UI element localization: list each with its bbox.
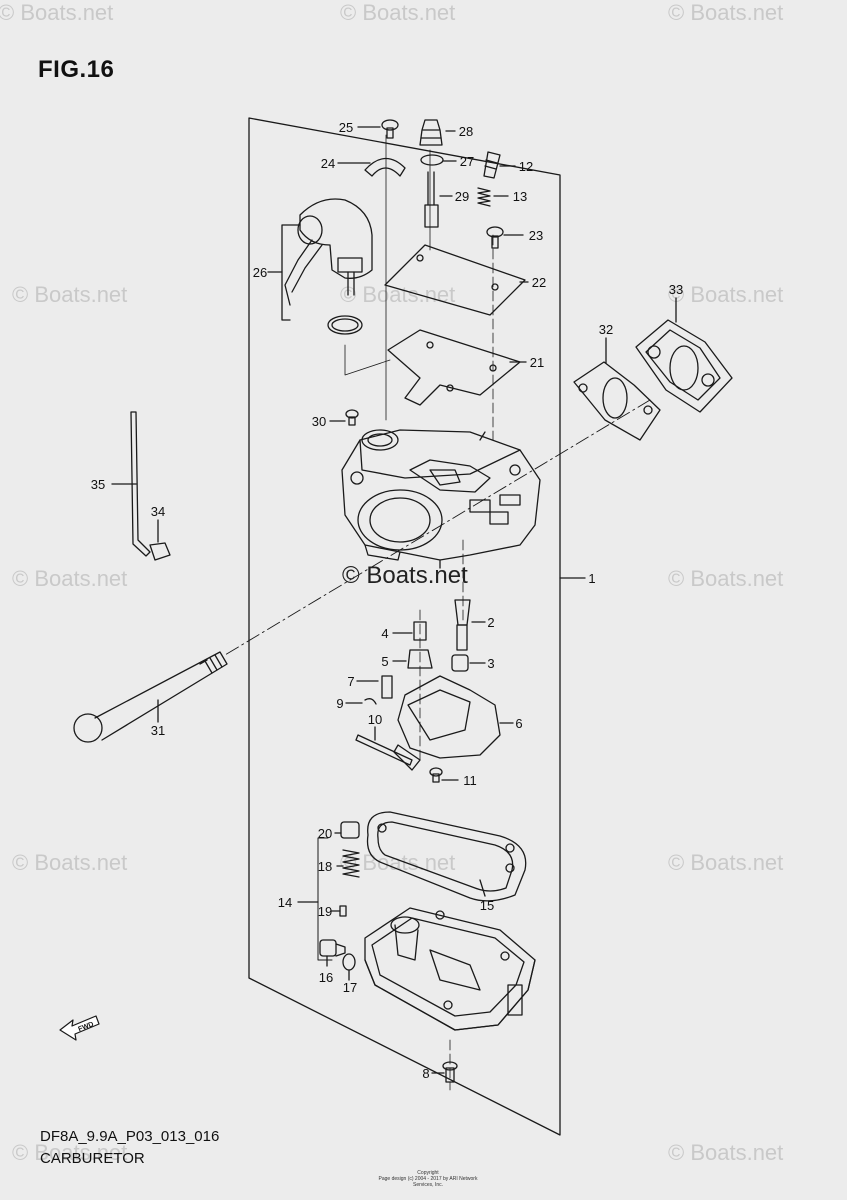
part-4-jet [392,621,427,641]
callout-3: 3 [487,656,494,671]
part-34-clip [149,519,171,561]
callout-20: 20 [318,826,332,841]
watermark: © Boats.net [12,566,128,591]
part-15-gasket [366,811,527,902]
part-27-o-ring [420,154,444,166]
part-25-screw [357,119,399,139]
part-17-o-ring [342,953,356,971]
watermark: © Boats.net [12,850,128,875]
callout-14: 14 [278,895,292,910]
callout-1: 1 [588,571,595,586]
watermark: © Boats.net [668,282,784,307]
part-21-diaphragm [387,329,521,406]
callout-11: 11 [463,773,477,788]
callout-6: 6 [515,716,522,731]
callout-23: 23 [529,228,543,243]
copyright-notice: Copyright Page design (c) 2004 - 2017 by… [368,1170,488,1188]
callout-16: 16 [319,970,333,985]
callout-24: 24 [321,156,335,171]
watermark: © Boats.net [340,0,456,25]
part-30-screw [329,409,359,426]
float-bowl [364,907,536,1031]
copyright-line: Copyright [417,1170,439,1176]
part-2-needle [454,599,486,651]
callout-9: 9 [336,696,343,711]
callout-19: 19 [318,904,332,919]
watermark: © Boats.net [668,0,784,25]
carburetor-body [341,429,541,569]
part-7-valve [356,675,393,699]
fwd-arrow-icon [59,1015,100,1041]
watermark: © Boats.net [668,850,784,875]
copyright-line: Page design (c) 2004 - 2017 by ARI Netwo… [378,1176,478,1188]
callout-29: 29 [455,189,469,204]
part-22-cover [384,244,526,316]
watermark: © Boats.net [0,0,114,25]
callout-26: 26 [253,265,267,280]
callout-31: 31 [151,723,165,738]
callout-8: 8 [422,1066,429,1081]
part-33-insulator [635,297,733,413]
part-24-clip [364,157,406,177]
part-18-spring [342,849,360,878]
callout-7: 7 [347,674,354,689]
watermark: © Boats.net [12,1140,128,1165]
callout-13: 13 [513,189,527,204]
callout-35: 35 [91,477,105,492]
watermark: © Boats.net [12,282,128,307]
part-6-float [393,675,514,771]
callout-25: 25 [339,120,353,135]
watermark: © Boats.net [668,1140,784,1165]
part-31-bolt [73,651,228,743]
figure-title: FIG.16 [38,56,115,83]
part-35-rod [111,411,151,557]
callout-21: 21 [530,355,544,370]
part-11-screw [429,767,459,783]
callout-2: 2 [487,615,494,630]
part-name: CARBURETOR [40,1150,145,1167]
callout-22: 22 [532,275,546,290]
callout-27: 27 [460,154,474,169]
part-19-screw [331,905,347,917]
callout-5: 5 [381,654,388,669]
part-13-spring [477,187,491,207]
callout-18: 18 [318,859,332,874]
callout-10: 10 [368,712,382,727]
callout-15: 15 [480,898,494,913]
assembly-frame [248,117,561,1136]
callout-12: 12 [519,159,533,174]
watermark: © Boats.net [340,282,456,307]
part-12-screw [483,151,516,179]
part-26-solenoid [267,198,373,321]
part-8-screw [431,1061,458,1083]
watermark: © Boats.net [668,566,784,591]
callout-33: 33 [669,282,683,297]
callout-30: 30 [312,414,326,429]
part-23-screw [486,226,524,249]
part-16-drain-screw [319,939,346,967]
part-29-plunger [424,171,453,228]
watermark-center: © Boats.net [342,562,468,589]
centerline [224,399,651,656]
part-14-bracket [317,837,333,961]
part-code: DF8A_9.9A_P03_013_016 [40,1128,220,1145]
part-26-o-ring [327,315,363,335]
part-28-boot [419,119,456,146]
part-20-plug [334,821,360,839]
part-9-clip [345,698,377,705]
callout-34: 34 [151,504,165,519]
part-32-gasket [573,337,661,441]
callout-4: 4 [381,626,388,641]
part-3-jet [451,654,486,672]
callout-17: 17 [343,980,357,995]
callout-28: 28 [459,124,473,139]
callout-32: 32 [599,322,613,337]
part-5-seat [392,649,433,669]
